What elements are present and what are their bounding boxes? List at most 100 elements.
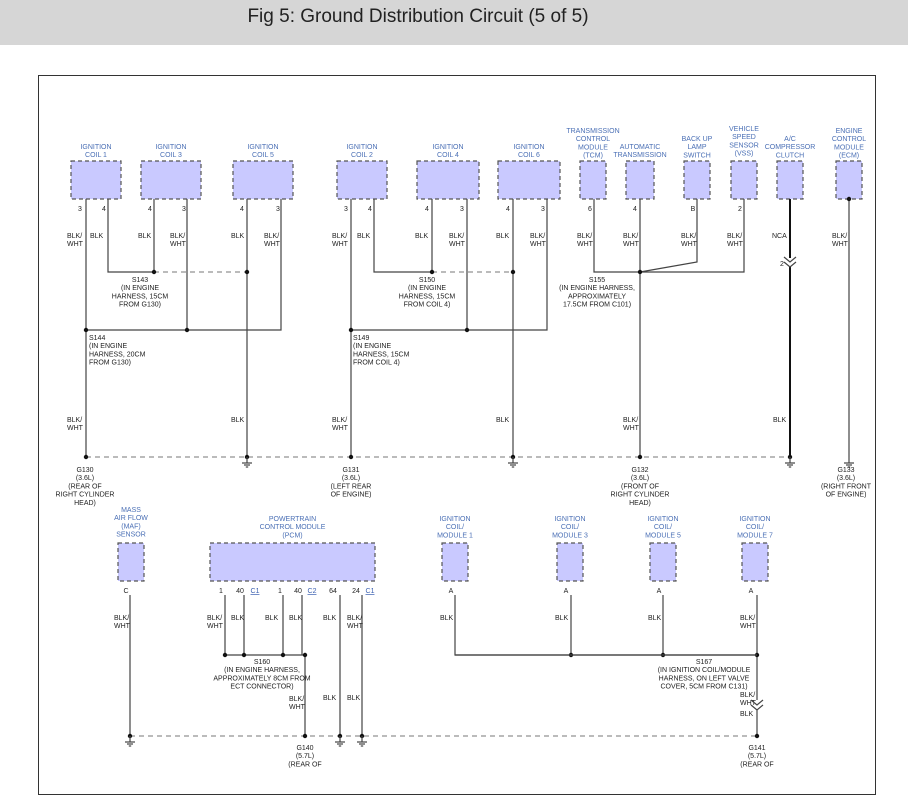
pcm-pin: 40 [294, 588, 302, 595]
pcm-connector-c1: C1 [251, 588, 260, 595]
wire [373, 203, 432, 273]
pcm-pin: 40 [236, 588, 244, 595]
wire-color-label: BLK [347, 695, 361, 702]
wire [454, 595, 757, 656]
wire-color-label: BLK [740, 711, 754, 718]
wire-color-label: BLK [773, 417, 787, 424]
wire [351, 203, 468, 331]
wire [187, 203, 282, 331]
pcm-pin: 64 [329, 588, 337, 595]
splice-s160-dot [280, 652, 286, 658]
ignition-coil-2-pin: 4 [368, 206, 372, 213]
ignition-coil-3-pin: 3 [182, 206, 186, 213]
pcm-pin: 1 [219, 588, 223, 595]
wire [86, 203, 188, 331]
ignition-coil-1-pin: 4 [102, 206, 106, 213]
ignition-coil-4-pin: 4 [425, 206, 429, 213]
pcm-pin: 1 [278, 588, 282, 595]
ignition-coil-3-box [140, 160, 202, 200]
splice-s155 [637, 269, 643, 275]
inline-connector [783, 261, 797, 268]
ignition-coil-6-box [497, 160, 561, 200]
wire-color-label: BLK [231, 233, 245, 240]
ecm-box [835, 160, 863, 200]
wire-color-label: BLK [289, 615, 303, 622]
ground-bus-dot [83, 454, 89, 460]
ignition-coil-2-box [336, 160, 388, 200]
vss-pin: 2 [738, 206, 742, 213]
wire-color-label: BLK/WHT [264, 233, 281, 248]
wire-color-label: BLK [231, 615, 245, 622]
ignition-coil-4-box [416, 160, 480, 200]
ignition-coil-3-pin: 4 [148, 206, 152, 213]
splice-dot [244, 269, 250, 275]
ignition-coil-5-box [232, 160, 294, 200]
wire [640, 203, 745, 273]
ignition-coil-module-7-box [741, 542, 769, 582]
splice-dot [184, 327, 190, 333]
ground-bus-dot [754, 733, 760, 739]
wire-color-label: BLK [265, 615, 279, 622]
ecm-pin-dot [846, 196, 852, 202]
ignition-coil-module-5-box [649, 542, 677, 582]
vss-box [730, 160, 758, 200]
ignition-coil-2-pin: 3 [344, 206, 348, 213]
back-up-lamp-switch-box [683, 160, 711, 200]
splice-dot [464, 327, 470, 333]
wire-color-label: BLK [440, 615, 454, 622]
wire-color-label: BLK [323, 695, 337, 702]
wire-color-label: BLK [415, 233, 429, 240]
wire-color-label: BLK/WHT [727, 233, 744, 248]
header-bar: Fig 5: Ground Distribution Circuit (5 of… [0, 0, 908, 45]
ignition-coil-5-pin: 3 [276, 206, 280, 213]
maf-sensor-box [117, 542, 145, 582]
maf-sensor-pin: C [123, 588, 128, 595]
splice-s144 [83, 327, 89, 333]
wire-color-label: NCA [772, 233, 787, 240]
wire-color-label: BLK/WHT [449, 233, 466, 248]
wire-color-label: BLK [90, 233, 104, 240]
wire-color-label: BLK/WHT [740, 615, 757, 630]
ground-bus-dot [302, 733, 308, 739]
wire-color-label: BLK/WHT [332, 417, 349, 432]
wire [224, 595, 305, 656]
wire-color-label: BLK/WHT [170, 233, 187, 248]
wire-color-label: BLK/WHT [332, 233, 349, 248]
pcm-box [209, 542, 376, 582]
ignition-coil-4-pin: 3 [460, 206, 464, 213]
inline-connector [783, 256, 797, 263]
ignition-coil-module-1-box [441, 542, 469, 582]
wire [639, 203, 698, 273]
ignition-coil-module-1-pin: A [449, 588, 454, 595]
splice-s160-dot [302, 652, 308, 658]
inline-connector-pin: 2 [780, 261, 784, 268]
automatic-transmission-pin: 4 [633, 206, 637, 213]
ignition-coil-5-pin: 4 [240, 206, 244, 213]
ignition-coil-6-pin: 3 [541, 206, 545, 213]
wire-color-label: BLK/WHT [530, 233, 547, 248]
wire [593, 203, 640, 273]
ground-bus-dot [348, 454, 354, 460]
splice-s160-dot [241, 652, 247, 658]
wire-color-label: BLK/WHT [289, 696, 306, 711]
wire-color-label: BLK/WHT [207, 615, 224, 630]
